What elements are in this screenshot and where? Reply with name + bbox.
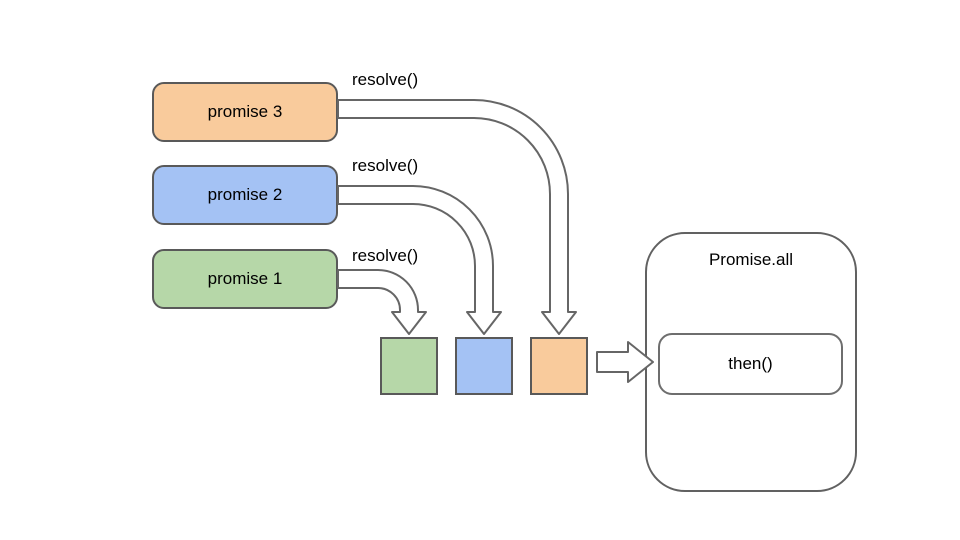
- then-label: then(): [728, 354, 773, 373]
- promise-1-box: promise 1: [152, 249, 338, 309]
- resolve-label-promise-1: resolve(): [352, 246, 419, 265]
- promise-3-box: promise 3: [152, 82, 338, 142]
- then-box: then(): [658, 333, 843, 395]
- promise-all-title: Promise.all: [708, 250, 794, 269]
- resolve-label-promise-2: resolve(): [352, 156, 419, 175]
- resolve-arrow-promise-1: [337, 269, 427, 335]
- promise-3-label: promise 3: [207, 102, 283, 121]
- promise-1-label: promise 1: [207, 269, 283, 288]
- promise-2-box: promise 2: [152, 165, 338, 225]
- resolved-value-square-blue: [455, 337, 513, 395]
- resolved-value-square-green: [380, 337, 438, 395]
- resolve-label-promise-3: resolve(): [352, 70, 419, 89]
- promise-2-label: promise 2: [207, 185, 283, 204]
- resolved-value-square-orange: [530, 337, 588, 395]
- resolve-arrow-promise-3: [337, 99, 577, 335]
